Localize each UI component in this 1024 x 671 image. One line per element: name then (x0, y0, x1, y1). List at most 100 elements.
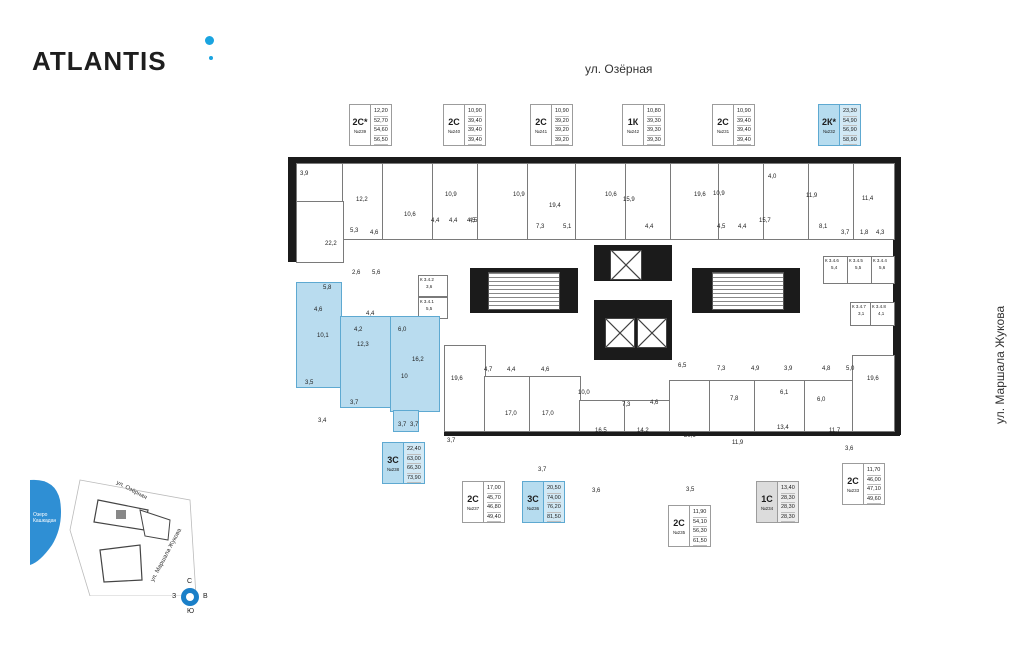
room[interactable] (624, 400, 671, 432)
room-area-label: 3,4 (318, 418, 327, 424)
room-highlighted[interactable] (340, 316, 392, 408)
apartment-number: №235 (672, 529, 686, 535)
room[interactable] (709, 380, 756, 432)
room-highlighted[interactable] (390, 316, 440, 412)
room-area-label: 7,3 (717, 366, 726, 372)
room[interactable] (669, 380, 711, 432)
room-area-label: 4,5 (467, 218, 476, 224)
room-area-label: 15,9 (623, 197, 635, 203)
apartment-area-value: 54,10 (693, 518, 707, 528)
apartment-area-value: 56,50 (374, 136, 388, 146)
elevator-icon (637, 318, 667, 348)
room-area-label: 4,5 (469, 218, 478, 224)
room[interactable] (477, 163, 529, 240)
room[interactable] (754, 380, 806, 432)
room[interactable] (296, 201, 344, 263)
room[interactable] (853, 163, 895, 240)
room[interactable] (296, 163, 344, 203)
room[interactable] (579, 400, 626, 432)
room-highlighted[interactable] (393, 410, 419, 432)
room[interactable] (670, 163, 720, 240)
room-area-label: 4,5 (717, 224, 726, 230)
room[interactable] (808, 163, 855, 240)
room[interactable] (432, 163, 479, 240)
room-area-label: 20,6 (684, 433, 696, 439)
room-area-label: 12,2 (356, 197, 368, 203)
apartment-number: №236 (526, 505, 540, 511)
room-area-label: 3,9 (784, 366, 793, 372)
apartment-type: 2С (847, 475, 859, 486)
storage-room[interactable] (418, 275, 448, 297)
apartment-number: №242 (626, 128, 640, 134)
room-area-label: 5,3 (350, 228, 359, 234)
room[interactable] (804, 380, 854, 432)
room-area-label: 3,5 (686, 487, 695, 493)
room[interactable] (484, 376, 531, 432)
apartment-type: 2С (673, 517, 685, 528)
room-area-label: 3,6 (845, 446, 854, 452)
apartment-area-value: 66,30 (407, 464, 421, 474)
apartment-number: №231 (716, 128, 730, 134)
room[interactable] (444, 345, 486, 432)
staircase (488, 272, 560, 310)
room[interactable] (382, 163, 434, 240)
apartment-type: 3С (527, 493, 539, 504)
storage-room[interactable] (870, 302, 895, 326)
storage-area: 3,1 (858, 311, 865, 316)
room[interactable] (625, 163, 672, 240)
room[interactable] (529, 376, 581, 432)
room-area-label: 3,7 (410, 422, 419, 428)
room[interactable] (342, 163, 384, 240)
room-area-label: 16,5 (595, 428, 607, 434)
room-area-label: 10 (401, 374, 408, 380)
apartment-type: 1К (627, 116, 639, 127)
apartment-type-box: 2С*№239 (350, 105, 371, 145)
room[interactable] (527, 163, 577, 240)
apartment-area-value: 46,80 (487, 503, 501, 513)
room[interactable] (852, 355, 895, 432)
apartment-number: №233 (846, 487, 860, 493)
room-area-label: 3,7 (841, 230, 850, 236)
compass-south: Ю (187, 608, 195, 615)
apartment-area-value: 73,90 (407, 474, 421, 484)
room-area-label: 4,4 (645, 224, 654, 230)
storage-room[interactable] (871, 256, 895, 284)
room-area-label: 1,8 (860, 230, 869, 236)
room[interactable] (575, 163, 627, 240)
room-area-label: 5,0 (846, 366, 855, 372)
room-area-label: 3,5 (305, 380, 314, 386)
apartment-type-box: 2К*№232 (819, 105, 840, 145)
storage-area: 4,1 (878, 311, 885, 316)
apartment-area-value: 10,90 (468, 107, 482, 117)
room[interactable] (763, 163, 810, 240)
apartment-area-value: 12,20 (374, 107, 388, 117)
apartment-number: №237 (466, 505, 480, 511)
room-area-label: 11,9 (806, 193, 818, 199)
apartment-area-value: 39,40 (468, 117, 482, 127)
room-area-label: 4,4 (449, 218, 458, 224)
apartment-area-value: 28,30 (781, 503, 795, 513)
apartment-area-value: 54,90 (843, 117, 857, 127)
site-map-svg (30, 479, 197, 597)
wall-left-upper (288, 157, 296, 262)
apartment-area-value: 22,40 (407, 445, 421, 455)
